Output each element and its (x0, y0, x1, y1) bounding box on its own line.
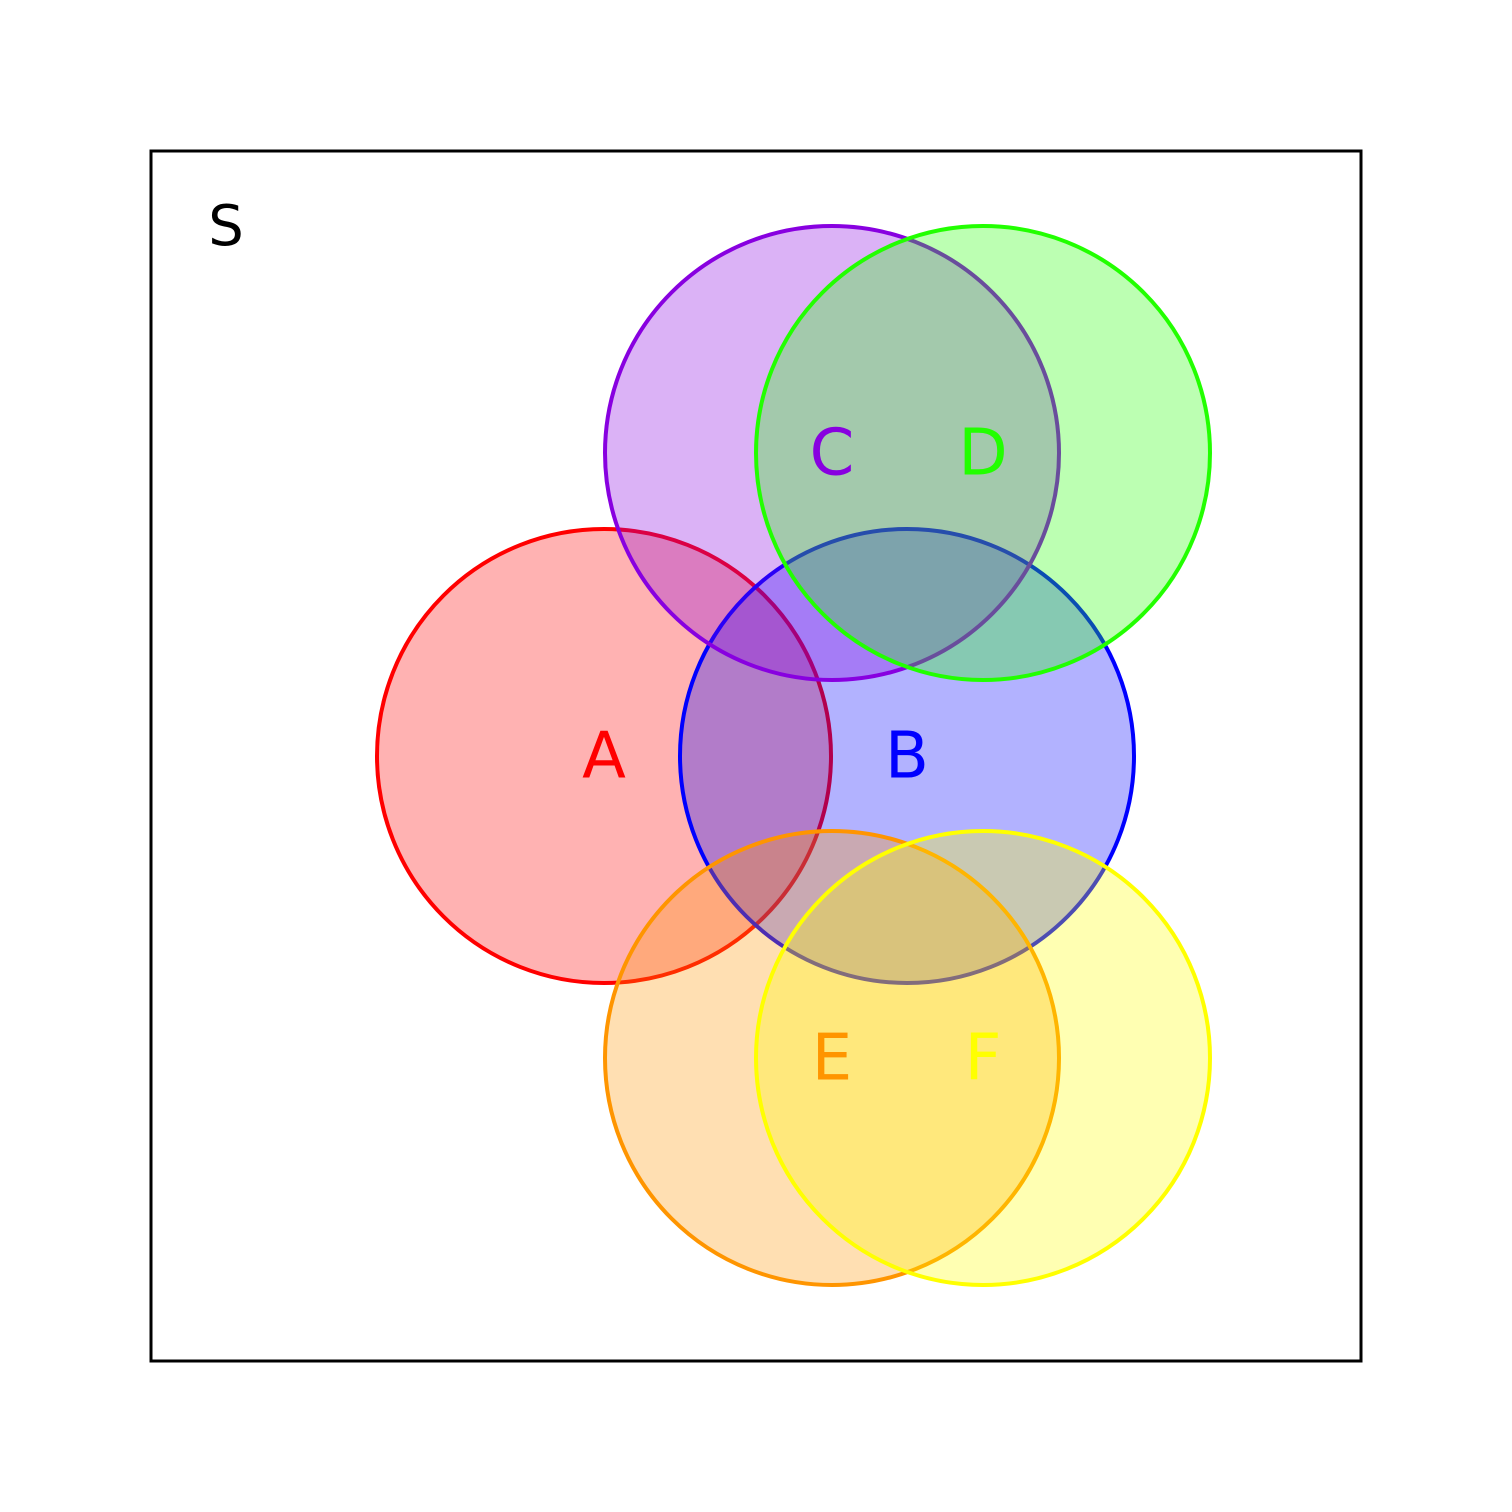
set-label-a: A (582, 720, 626, 794)
set-circle-f (754, 829, 1212, 1287)
set-label-e: E (812, 1022, 852, 1096)
set-label-f: F (965, 1022, 1002, 1096)
set-label-d: D (958, 417, 1007, 491)
set-label-c: C (810, 417, 855, 491)
set-circle-d (754, 224, 1212, 682)
set-circle-e (603, 829, 1061, 1287)
set-circle-a (375, 527, 833, 985)
set-circle-b (678, 527, 1136, 985)
set-labels: A B C D E F (582, 417, 1008, 1096)
universe-box (149, 149, 1363, 1363)
universe-label: S (208, 194, 244, 259)
set-circles (375, 224, 1212, 1287)
set-label-b: B (885, 720, 929, 794)
set-circle-c (603, 224, 1061, 682)
